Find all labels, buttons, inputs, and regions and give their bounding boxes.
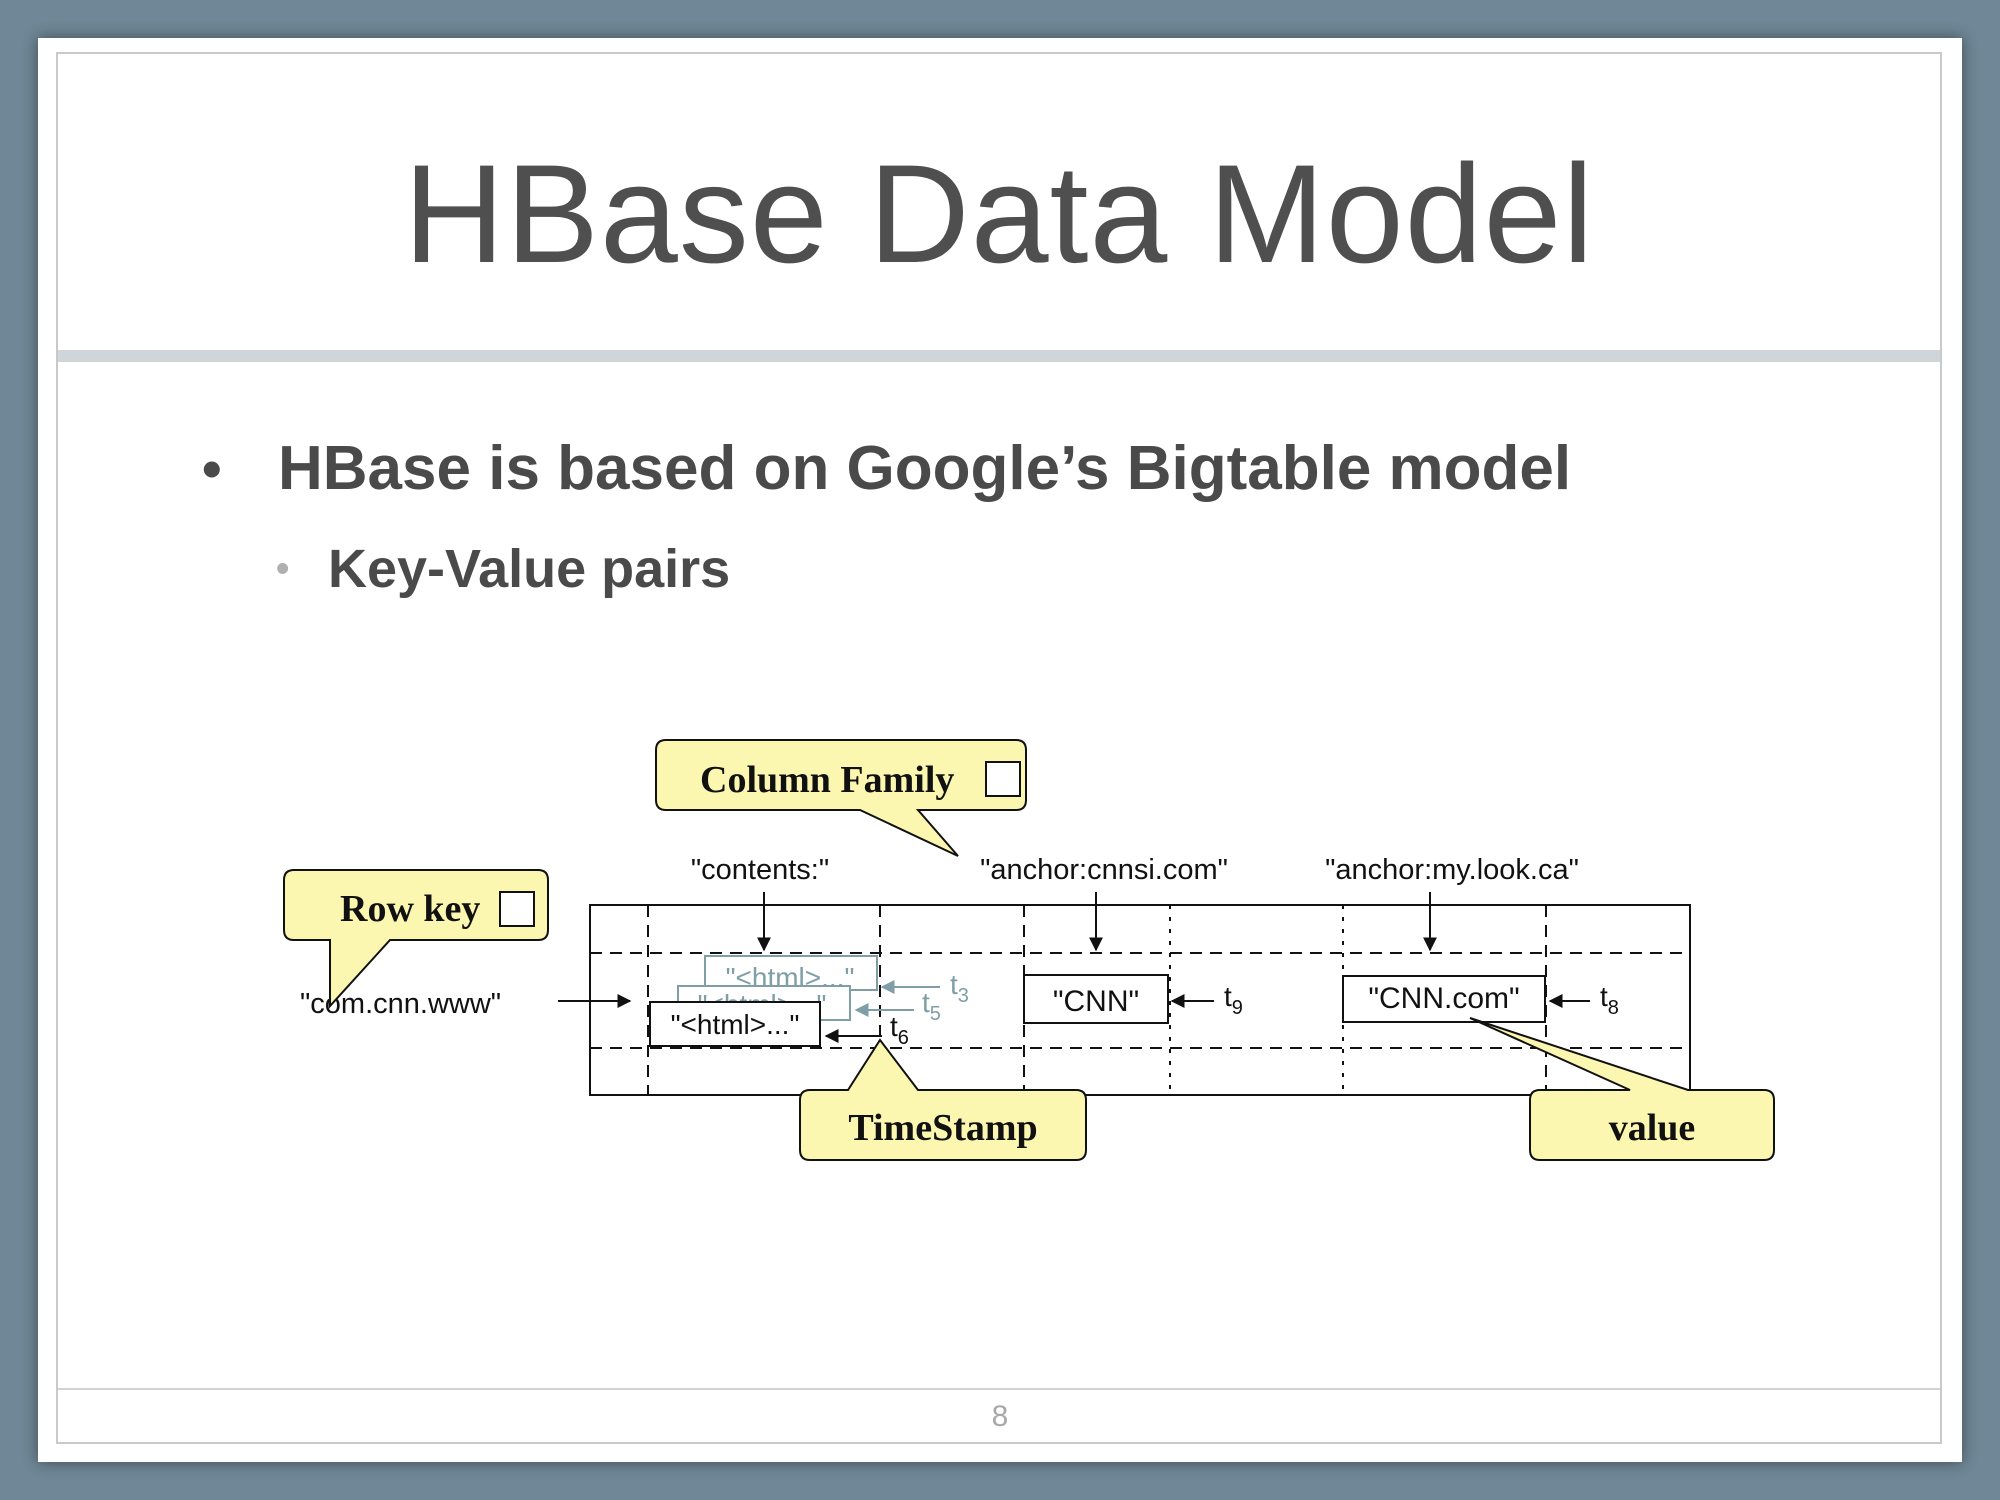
- slide-frame: HBase Data Model • HBase is based on Goo…: [38, 38, 1962, 1462]
- slide-title: HBase Data Model: [403, 135, 1595, 292]
- title-area: HBase Data Model: [58, 54, 1940, 366]
- column-header-contents: "contents:": [691, 854, 829, 886]
- callout-value: [1469, 1017, 1775, 1161]
- timestamp-label: t6: [890, 1011, 909, 1049]
- cell-version-box: [649, 1001, 821, 1047]
- timestamp-label: t3: [950, 969, 969, 1007]
- title-divider: [58, 350, 1940, 362]
- callout-column-family: [655, 739, 1027, 857]
- callout-timestamp: [799, 1038, 1087, 1161]
- placeholder-box-icon: [499, 891, 535, 927]
- timestamp-label: t9: [1224, 981, 1243, 1019]
- callout-row-key: [283, 869, 549, 1009]
- callout-timestamp-text: TimeStamp: [848, 1107, 1037, 1149]
- callout-column-family-text: Column Family: [700, 759, 954, 801]
- timestamp-label: t5: [922, 987, 941, 1025]
- callout-row-key-text: Row key: [340, 888, 480, 930]
- cell-cnn-com: [1342, 975, 1546, 1023]
- placeholder-box-icon: [985, 761, 1021, 797]
- footer-divider: [58, 1388, 1940, 1390]
- cell-cnn: [1023, 974, 1169, 1024]
- bullet-level-2: • Key-Value pairs: [276, 538, 730, 600]
- column-header-anchor-mylook: "anchor:my.look.ca": [1325, 854, 1579, 886]
- bullet-level-1: • HBase is based on Google’s Bigtable mo…: [160, 433, 1571, 504]
- cell-version-text: "<html>...": [671, 1009, 800, 1040]
- cell-cnn-text: "CNN": [1053, 985, 1139, 1018]
- slide-border: [56, 52, 1942, 1444]
- sub-bullet-text: Key-Value pairs: [328, 539, 731, 599]
- callout-value-text: value: [1609, 1107, 1696, 1149]
- cell-version-box: [704, 955, 878, 991]
- timestamp-label: t8: [1600, 981, 1619, 1019]
- bullet-dot-icon: •: [202, 437, 222, 500]
- column-header-anchor-cnnsi: "anchor:cnnsi.com": [980, 854, 1228, 886]
- page-number: 8: [991, 1400, 1009, 1433]
- bullet-text: HBase is based on Google’s Bigtable mode…: [278, 434, 1572, 503]
- cell-cnn-com-text: "CNN.com": [1368, 982, 1519, 1015]
- sub-bullet-dot-icon: •: [276, 547, 290, 590]
